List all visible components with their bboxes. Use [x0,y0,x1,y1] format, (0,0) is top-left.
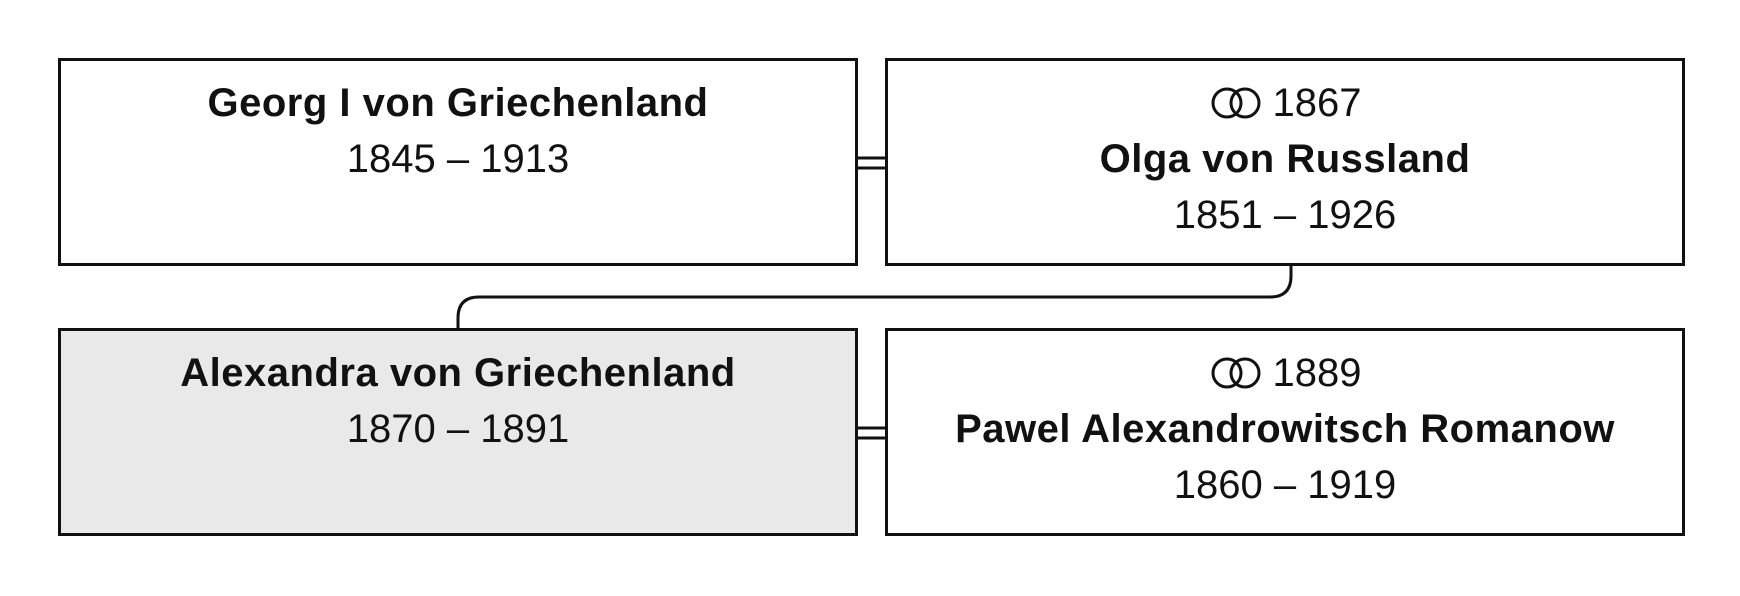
rings-icon [1211,357,1260,389]
person-name: Olga von Russland [1099,137,1471,181]
person-box-olga[interactable]: 1867 Olga von Russland 1851 – 1926 [885,58,1685,266]
person-box-pawel[interactable]: 1889 Pawel Alexandrowitsch Romanow 1860 … [885,328,1685,536]
person-dates: 1860 – 1919 [1173,463,1397,507]
person-dates: 1870 – 1891 [346,407,570,451]
person-box-alexandra[interactable]: Alexandra von Griechenland 1870 – 1891 [58,328,858,536]
person-dates: 1851 – 1926 [1173,193,1397,237]
marriage-info: 1867 [888,75,1682,131]
marriage-year: 1889 [1272,351,1362,395]
parent-child-connector [456,266,1293,328]
person-name: Georg I von Griechenland [207,81,709,125]
marriage-info: 1889 [888,345,1682,401]
person-box-georg[interactable]: Georg I von Griechenland 1845 – 1913 [58,58,858,266]
person-name: Alexandra von Griechenland [180,351,736,395]
rings-icon [1211,87,1260,119]
person-name: Pawel Alexandrowitsch Romanow [955,407,1615,451]
marriage-year: 1867 [1272,81,1362,125]
person-dates: 1845 – 1913 [346,137,570,181]
